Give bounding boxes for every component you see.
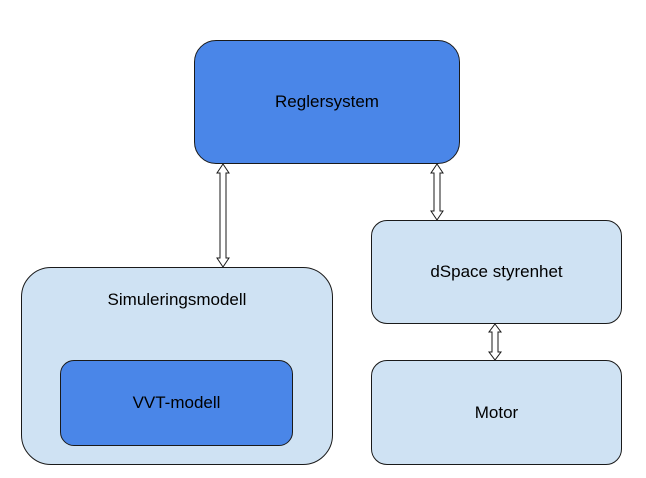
- vvt-modell-node: VVT-modell: [60, 360, 293, 446]
- reglersystem-node: Reglersystem: [194, 40, 460, 164]
- double-arrow-reglersystem-dspace: [430, 163, 444, 221]
- double-arrow-dspace-motor: [488, 323, 502, 361]
- vvt-modell-label: VVT-modell: [132, 393, 221, 412]
- simuleringsmodell-label: Simuleringsmodell: [107, 290, 247, 309]
- dspace-label: dSpace styrenhet: [430, 262, 563, 281]
- motor-label: Motor: [474, 402, 519, 422]
- motor-node: Motor: [371, 360, 622, 465]
- dspace-node: dSpace styrenhet: [371, 220, 622, 324]
- double-arrow-reglersystem-simuleringsmodell: [216, 163, 230, 268]
- reglersystem-label: Reglersystem: [275, 92, 379, 111]
